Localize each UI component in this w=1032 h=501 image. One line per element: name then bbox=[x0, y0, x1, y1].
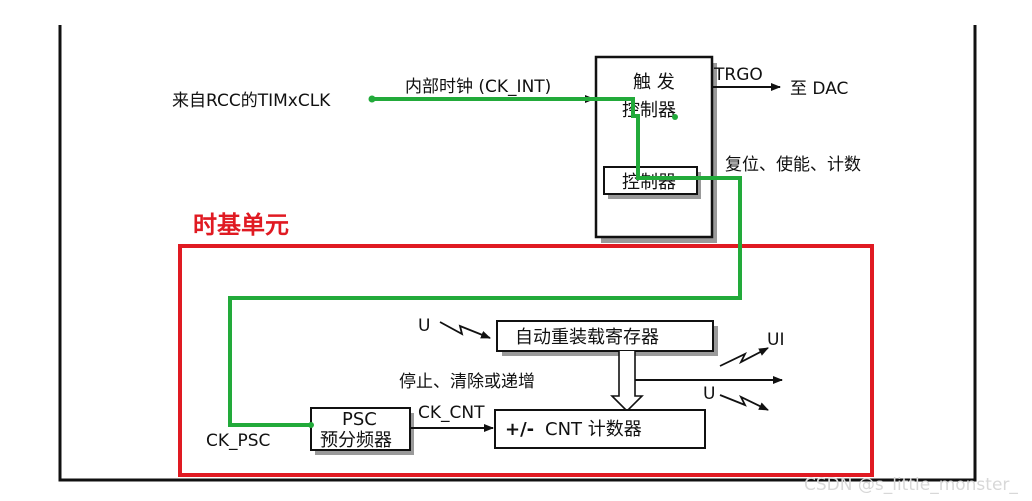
internal-clock-label: 内部时钟 (CK_INT) bbox=[405, 77, 551, 97]
cnt-box bbox=[494, 409, 706, 449]
clock-path-dot-psc bbox=[308, 422, 314, 428]
time-base-title: 时基单元 bbox=[193, 211, 289, 239]
clock-path-dot-input bbox=[368, 95, 376, 103]
clock-path-dot-trigger bbox=[672, 114, 678, 120]
u-output-flag bbox=[719, 394, 769, 411]
inner-controller-label: 控制器 bbox=[622, 172, 676, 193]
inner-controller-box bbox=[603, 166, 698, 195]
u-output-label: U bbox=[703, 384, 715, 404]
to-dac-label: 至 DAC bbox=[790, 79, 848, 99]
watermark: CSDN @s_little_monster_ bbox=[804, 475, 1018, 495]
ui-arrow bbox=[719, 347, 769, 367]
ui-label: UI bbox=[767, 330, 784, 350]
trgo-label: TRGO bbox=[713, 65, 763, 85]
reset-enable-count-label: 复位、使能、计数 bbox=[725, 154, 861, 175]
trigger-controller-title-line2: 控制器 bbox=[622, 100, 676, 121]
psc-label-line2: 预分频器 bbox=[320, 430, 392, 451]
trigger-controller-title-line1: 触 发 bbox=[633, 72, 675, 93]
rcc-clock-label: 来自RCC的TIMxCLK bbox=[172, 91, 331, 111]
psc-label-line1: PSC bbox=[342, 409, 377, 430]
ck-psc-label: CK_PSC bbox=[206, 431, 270, 451]
stop-clear-label: 停止、清除或递增 bbox=[399, 372, 535, 392]
u-input-arrow bbox=[439, 321, 491, 339]
u-input-label: U bbox=[418, 316, 430, 336]
trigger-controller-box bbox=[594, 55, 714, 239]
arr-label: 自动重装载寄存器 bbox=[515, 327, 659, 348]
cnt-sign-label: +/- bbox=[505, 419, 534, 440]
time-base-frame bbox=[178, 244, 874, 477]
clock-path-highlight bbox=[228, 97, 742, 427]
arr-box bbox=[496, 320, 714, 352]
outer-frame bbox=[58, 25, 977, 482]
cnt-counter-label: CNT 计数器 bbox=[545, 419, 642, 440]
ck-cnt-label: CK_CNT bbox=[418, 403, 485, 423]
